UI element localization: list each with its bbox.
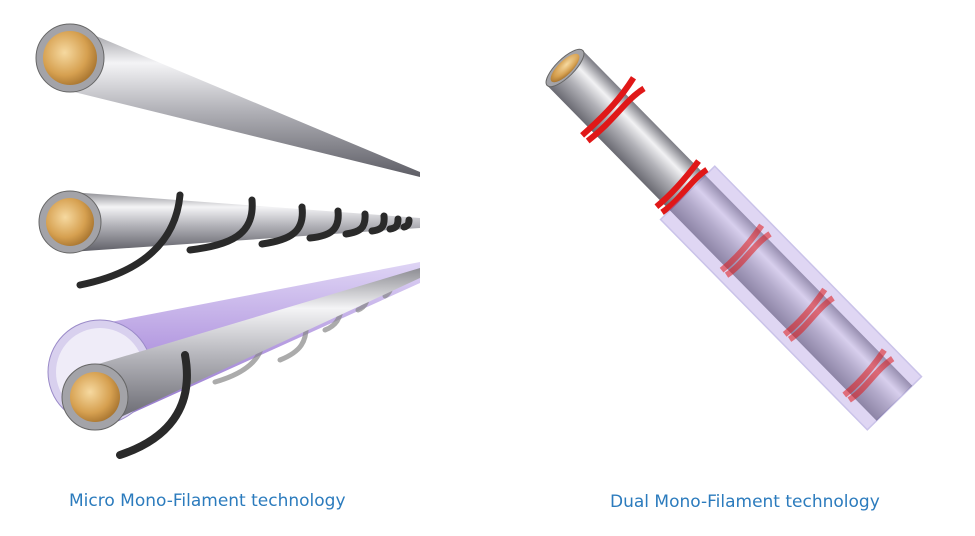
tapered-rod bbox=[35, 23, 420, 177]
rod-with-sheath-and-coil bbox=[47, 262, 420, 459]
dual-filament-rod bbox=[545, 48, 923, 431]
caption-dual-mono-filament: Dual Mono-Filament technology bbox=[610, 492, 880, 512]
rod-with-coil bbox=[38, 190, 420, 289]
caption-micro-mono-filament: Micro Mono-Filament technology bbox=[69, 491, 346, 511]
red-filament-inner bbox=[719, 223, 895, 403]
red-filament-outer bbox=[580, 76, 709, 215]
